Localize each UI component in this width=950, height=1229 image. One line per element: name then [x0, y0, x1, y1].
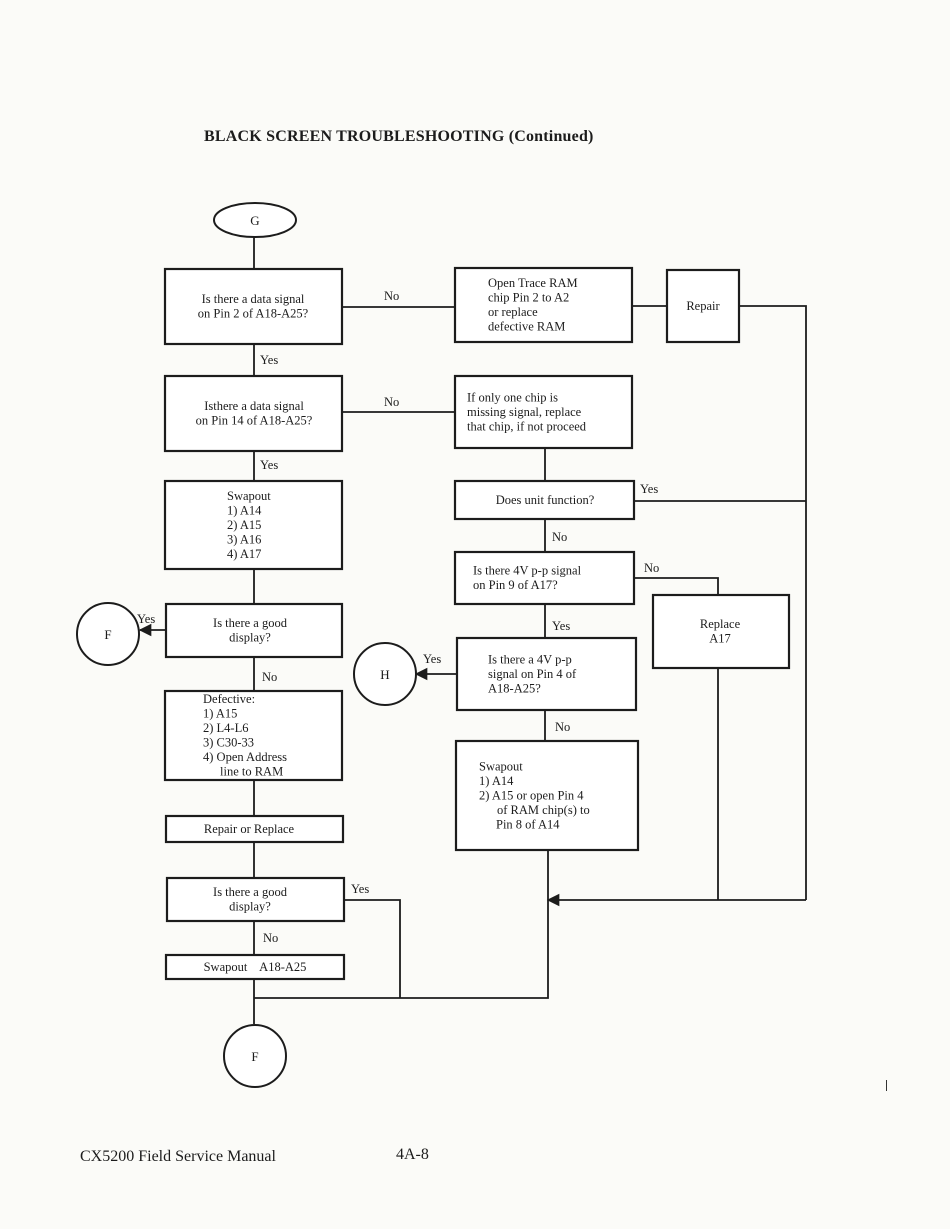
flow-box-swap1-line: Swapout	[227, 489, 271, 503]
flow-box-q-4v-pin4-line: A18-A25?	[488, 681, 541, 695]
flow-box-defective-line: 2) L4-L6	[203, 721, 248, 735]
flow-box-open-trace-line: chip Pin 2 to A2	[488, 291, 569, 305]
flow-box-q-4v-pin9-line: Is there 4V p-p signal	[473, 564, 582, 578]
footer-page-number: 4A-8	[396, 1146, 429, 1163]
flow-box-unit-function: Does unit function?	[453, 479, 636, 521]
connector-f-left-label: F	[104, 627, 111, 642]
flow-box-defective-line: 3) C30-33	[203, 736, 254, 750]
flow-box-replace-a17-line: A17	[709, 632, 731, 646]
flow-box-q-4v-pin9-line: on Pin 9 of A17?	[473, 578, 558, 592]
flow-box-swap2-line: 1) A14	[479, 774, 514, 788]
connector-g-label: G	[250, 213, 259, 228]
flow-box-defective-line: line to RAM	[220, 765, 283, 779]
edge-label-no-1: No	[384, 289, 399, 303]
connector-h-label: H	[380, 667, 389, 682]
flow-box-q-pin14-line: on Pin 14 of A18-A25?	[196, 414, 313, 428]
flow-box-open-trace-line: defective RAM	[488, 320, 565, 334]
edge-label-no-good1: No	[262, 670, 277, 684]
edge-label-no-2: No	[384, 395, 399, 409]
flow-box-swap2-line: Swapout	[479, 759, 523, 773]
flow-box-q-4v-pin4-line: Is there a 4V p-p	[488, 652, 572, 666]
flow-box-swap1-line: 3) A16	[227, 532, 261, 546]
edge-label-no-4v: No	[644, 561, 659, 575]
flow-box-q-good2-line: display?	[229, 900, 271, 914]
connector-f-left	[76, 602, 140, 666]
flow-box-one-chip-line: If only one chip is	[467, 390, 558, 404]
margin-mark	[886, 1080, 887, 1091]
flow-box-defective-line: 1) A15	[203, 707, 237, 721]
flow-box-q-pin2-line: Is there a data signal	[202, 292, 305, 306]
flow-box-q-pin14-line: Isthere a data signal	[204, 399, 304, 413]
connector-f-bottom	[223, 1024, 287, 1088]
flow-box-replace-a17-line: Replace	[700, 617, 741, 631]
page-title: BLACK SCREEN TROUBLESHOOTING (Continued)	[204, 128, 594, 145]
flow-box-q-good2-line: Is there a good	[213, 885, 288, 899]
flow-box-repair-replace-line: Repair or Replace	[204, 822, 295, 836]
flow-box-repair-replace: Repair or Replace	[164, 814, 345, 844]
flow-box-swap1-line: 2) A15	[227, 518, 261, 532]
flow-box-one-chip-line: that chip, if not proceed	[467, 419, 587, 433]
edge-label-yes-good2: Yes	[351, 882, 369, 896]
edge-label-yes-h: Yes	[423, 652, 441, 666]
flow-box-open-trace-line: or replace	[488, 305, 538, 319]
flow-box-swap1-line: 4) A17	[227, 547, 261, 561]
flow-box-defective-line: Defective:	[203, 692, 255, 706]
edge-label-no-h: No	[555, 720, 570, 734]
flow-box-one-chip-line: missing signal, replace	[467, 405, 582, 419]
flow-box-unit-function-line: Does unit function?	[496, 493, 595, 507]
flow-box-swap1-line: 1) A14	[227, 503, 262, 517]
flow-box-q-good1-line: Is there a good	[213, 616, 288, 630]
flow-box-swap2-line: Pin 8 of A14	[496, 817, 560, 831]
flow-box-repair-line: Repair	[686, 299, 720, 313]
flow-box-swap-a18: Swapout A18-A25	[164, 953, 346, 981]
flow-box-defective-line: 4) Open Address	[203, 750, 287, 764]
flow-box-q-good1-line: display?	[229, 631, 271, 645]
connector-g	[213, 202, 297, 238]
edge-label-no-good2: No	[263, 931, 278, 945]
footer-manual-name: CX5200 Field Service Manual	[80, 1148, 276, 1165]
edge-label-yes-unit: Yes	[640, 482, 658, 496]
flow-box-swap2-line: of RAM chip(s) to	[497, 803, 590, 817]
connector-lines	[138, 236, 807, 1024]
flow-box-repair: Repair	[665, 268, 741, 344]
flow-box-q-pin2-line: on Pin 2 of A18-A25?	[198, 307, 309, 321]
edge-label-yes-4v: Yes	[552, 619, 570, 633]
connector-h	[353, 642, 417, 706]
flow-box-swap-a18-line: Swapout A18-A25	[204, 960, 307, 974]
flow-box-open-trace-line: Open Trace RAM	[488, 276, 578, 290]
connector-f-bottom-label: F	[251, 1049, 258, 1064]
edge-label-no-unit: No	[552, 530, 567, 544]
edge-label-yes-2: Yes	[260, 458, 278, 472]
edge-label-yes-good1: Yes	[137, 612, 155, 626]
flow-box-q-4v-pin4-line: signal on Pin 4 of	[488, 667, 577, 681]
flow-box-swap2-line: 2) A15 or open Pin 4	[479, 788, 584, 802]
edge-label-yes-1: Yes	[260, 353, 278, 367]
